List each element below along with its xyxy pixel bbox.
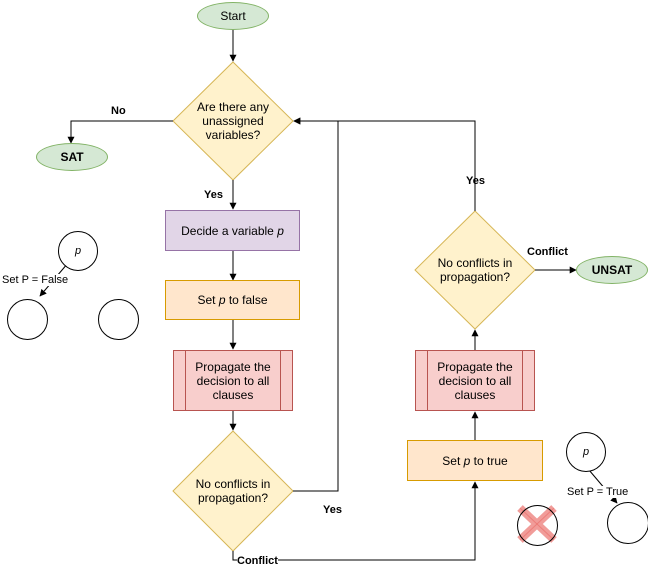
edge-label-conflict-right: Conflict	[527, 246, 568, 258]
decide-variable-node: Decide a variable p	[165, 210, 300, 251]
edge-yes-loop-right	[293, 117, 476, 211]
sat-label: SAT	[60, 150, 84, 164]
start-node: Start	[197, 2, 269, 30]
unsat-node: UNSAT	[576, 256, 648, 284]
edge-label-yes-bottom: Yes	[323, 504, 342, 516]
edge-no-sat	[67, 120, 173, 144]
tree-right-edge-label: Set P = True	[567, 486, 629, 498]
tree-left-child-right	[98, 299, 139, 340]
decision-unassigned: Are there any unassigned variables?	[188, 96, 278, 146]
set-false-node: Set p to false	[165, 280, 300, 320]
edge-label-yes-top: Yes	[204, 189, 223, 201]
propagate-right-label: Propagate the decision to all clauses	[437, 359, 513, 402]
unsat-label: UNSAT	[591, 263, 633, 277]
sat-node: SAT	[36, 143, 108, 171]
tree-left-root: p	[58, 231, 98, 271]
decision-conflicts-left: No conflicts in propagation?	[186, 474, 280, 508]
set-true-label: Set p to true	[442, 453, 508, 468]
decision-conflicts-left-label: No conflicts in propagation?	[195, 477, 271, 505]
tree-right-child-right	[607, 502, 648, 544]
edge-label-conflict-bottom: Conflict	[237, 555, 278, 567]
start-label: Start	[220, 9, 246, 23]
propagate-right-node: Propagate the decision to all clauses	[415, 350, 535, 411]
tree-left-edge-label: Set P = False	[2, 274, 69, 286]
edge-conflict-settrue	[232, 481, 479, 561]
edge-label-no: No	[111, 105, 126, 117]
set-true-node: Set p to true	[407, 440, 543, 481]
diamond-conflicts-right-shape	[414, 210, 536, 330]
decision-unassigned-label: Are there any unassigned variables?	[196, 100, 270, 142]
decision-conflicts-right-label: No conflicts in propagation?	[437, 256, 513, 284]
tree-right-child-left	[517, 505, 558, 546]
decision-conflicts-right: No conflicts in propagation?	[428, 253, 522, 287]
tree-left-root-label: p	[74, 245, 82, 257]
edge-label-yes-right: Yes	[466, 175, 485, 187]
propagate-left-label: Propagate the decision to all clauses	[195, 359, 271, 402]
tree-right-root: p	[566, 432, 606, 472]
decide-variable-label: Decide a variable p	[181, 223, 284, 238]
tree-right-root-label: p	[582, 446, 590, 458]
tree-left-child-left	[7, 299, 48, 340]
set-false-label: Set p to false	[197, 293, 268, 307]
propagate-left-node: Propagate the decision to all clauses	[173, 350, 293, 411]
